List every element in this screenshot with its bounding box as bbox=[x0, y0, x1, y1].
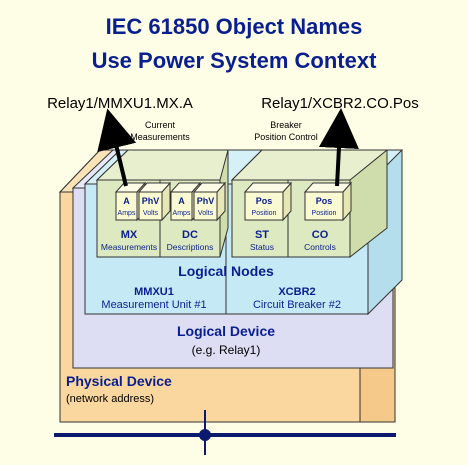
fc-desc: Status bbox=[250, 242, 274, 252]
do-desc: Position bbox=[312, 210, 337, 217]
fc-code: MX bbox=[121, 229, 138, 241]
title-line-1: IEC 61850 Object Names bbox=[105, 14, 363, 39]
do-name: Pos bbox=[256, 196, 273, 206]
physical-device-label: Physical Device bbox=[66, 373, 172, 389]
fc-code: CO bbox=[312, 229, 329, 241]
arrow-to-left-reference bbox=[97, 108, 137, 187]
logical-nodes-label: Logical Nodes bbox=[178, 263, 274, 279]
fc-desc: Measurements bbox=[101, 242, 157, 252]
do-desc: Amps bbox=[118, 210, 136, 217]
ln-left-name: MMXU1 bbox=[134, 286, 174, 298]
ln-right-desc: Circuit Breaker #2 bbox=[253, 299, 341, 311]
do-desc: Volts bbox=[198, 210, 214, 217]
do-desc: Volts bbox=[143, 210, 159, 217]
fc-code: ST bbox=[255, 229, 269, 241]
title-line-2: Use Power System Context bbox=[91, 48, 377, 73]
callout-breaker-1: Breaker bbox=[270, 120, 302, 130]
do-name: A bbox=[178, 196, 185, 206]
do-desc: Amps bbox=[173, 210, 191, 217]
do-name: PhV bbox=[142, 196, 160, 206]
fc-code: DC bbox=[182, 229, 198, 241]
do-desc: Position bbox=[252, 210, 277, 217]
logical-device-sub: (e.g. Relay1) bbox=[192, 343, 261, 357]
callout-breaker-2: Position Control bbox=[254, 132, 318, 142]
ln-left-desc: Measurement Unit #1 bbox=[101, 299, 206, 311]
physical-device-sub: (network address) bbox=[66, 393, 154, 405]
callout-current-2: Measurements bbox=[130, 132, 190, 142]
fc-desc: Descriptions bbox=[167, 242, 214, 252]
fc-desc: Controls bbox=[304, 242, 336, 252]
reference-right: Relay1/XCBR2.CO.Pos bbox=[261, 95, 419, 112]
data-object-boxes bbox=[114, 181, 353, 222]
logical-device-label: Logical Device bbox=[177, 323, 275, 339]
arrow-to-right-reference bbox=[318, 108, 359, 187]
do-name: Pos bbox=[316, 196, 333, 206]
do-name: A bbox=[123, 196, 130, 206]
network-tap-dot bbox=[199, 429, 211, 441]
reference-left: Relay1/MMXU1.MX.A bbox=[47, 95, 193, 112]
callout-current-1: Current bbox=[145, 120, 176, 130]
ln-right-name: XCBR2 bbox=[278, 286, 315, 298]
do-name: PhV bbox=[197, 196, 215, 206]
